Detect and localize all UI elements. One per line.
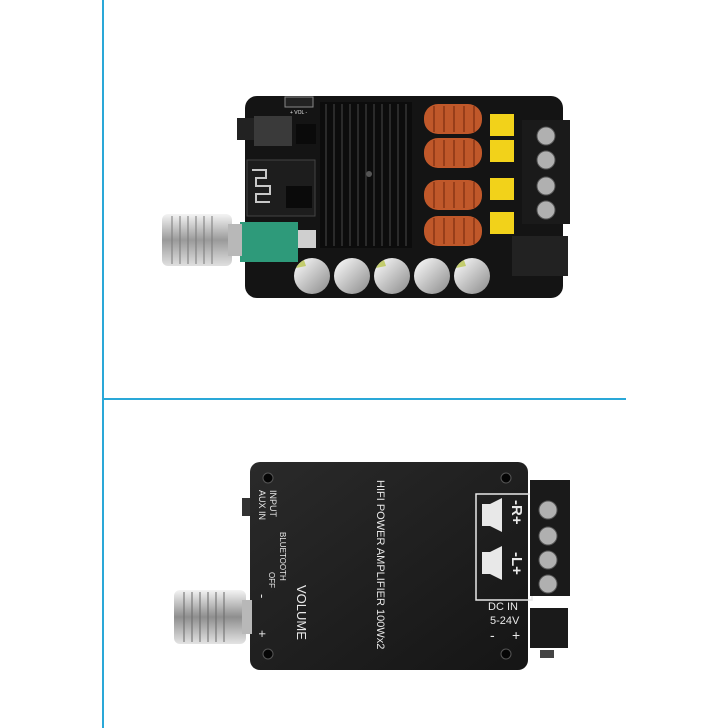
right-channel-label: -R+ <box>508 500 525 525</box>
volume-minus-label: - <box>255 594 270 598</box>
dc-jack-bottom <box>530 608 568 648</box>
pcb-bottom <box>250 462 528 670</box>
dc-jack-top <box>512 236 568 276</box>
off-label: OFF <box>267 572 276 588</box>
vol-silkscreen: + VOL - <box>290 110 308 116</box>
input-label: INPUT <box>268 490 278 518</box>
bluetooth-label: BLUETOOTH <box>278 532 287 581</box>
speaker-icons <box>482 498 502 580</box>
volume-label: VOLUME <box>294 585 309 640</box>
electrolytic-capacitors <box>294 258 490 294</box>
green-potentiometer <box>240 222 298 262</box>
horizontal-divider <box>104 398 626 400</box>
dc-plus-label: + <box>512 627 520 643</box>
aux-in-label: AUX IN <box>257 490 267 520</box>
voltage-label: 5-24V <box>490 615 520 627</box>
aux-jack <box>237 118 255 140</box>
inductor-coils <box>424 104 482 246</box>
board-title: HIFI POWER AMPLIFIER 100Wx2 <box>374 480 386 649</box>
dc-in-label: DC IN <box>488 601 518 613</box>
dc-minus-label: - <box>490 627 495 643</box>
vertical-divider <box>102 0 104 728</box>
volume-plus-label: + <box>255 630 270 638</box>
pin-header <box>284 96 314 108</box>
left-channel-label: -L+ <box>508 552 525 575</box>
volume-knob-bottom <box>174 590 246 644</box>
yellow-capacitors <box>490 114 514 234</box>
